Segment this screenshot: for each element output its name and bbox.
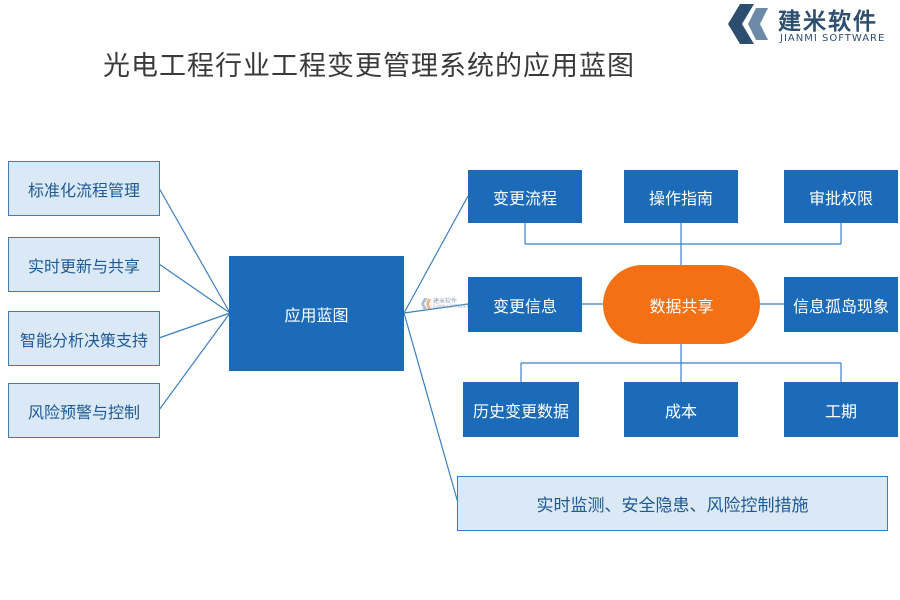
watermark-name: 建米软件	[433, 298, 458, 305]
connector-left-3	[158, 312, 231, 339]
left-item-smart-analysis: 智能分析决策支持	[8, 311, 160, 366]
left-item-risk-warning: 风险预警与控制	[8, 383, 160, 438]
brand-logo: 建米软件 JIANMI SOFTWARE	[726, 2, 898, 46]
left-item-standardized-process: 标准化流程管理	[8, 161, 160, 216]
watermark: 建米软件 JIANMI SOFTWARE	[420, 296, 470, 312]
connector-right-middle	[403, 303, 469, 314]
node-operation-guide: 操作指南	[624, 170, 738, 223]
center-node-blueprint: 应用蓝图	[229, 256, 404, 371]
left-item-realtime-sharing: 实时更新与共享	[8, 237, 160, 292]
connector-left-4	[158, 312, 231, 411]
connector-right-footer	[403, 312, 459, 504]
hub-data-sharing: 数据共享	[603, 265, 760, 344]
footer-monitoring-box: 实时监测、安全隐患、风险控制措施	[457, 476, 888, 531]
logo-name: 建米软件	[778, 9, 878, 35]
node-cost: 成本	[624, 382, 738, 437]
connector-right-top	[403, 195, 469, 314]
node-change-process: 变更流程	[468, 170, 582, 223]
node-change-info: 变更信息	[468, 277, 582, 332]
logo-subtitle: JIANMI SOFTWARE	[780, 33, 886, 44]
logo-mark-icon	[728, 4, 768, 44]
node-info-silo: 信息孤岛现象	[784, 277, 898, 332]
node-schedule: 工期	[784, 382, 898, 437]
watermark-logo-icon	[421, 298, 431, 310]
node-approval-rights: 审批权限	[784, 170, 898, 223]
connector-left-1	[158, 187, 231, 314]
page-title: 光电工程行业工程变更管理系统的应用蓝图	[103, 51, 635, 82]
connector-left-2	[158, 263, 231, 314]
node-history-data: 历史变更数据	[463, 382, 579, 437]
watermark-subtitle: JIANMI SOFTWARE	[433, 304, 470, 309]
